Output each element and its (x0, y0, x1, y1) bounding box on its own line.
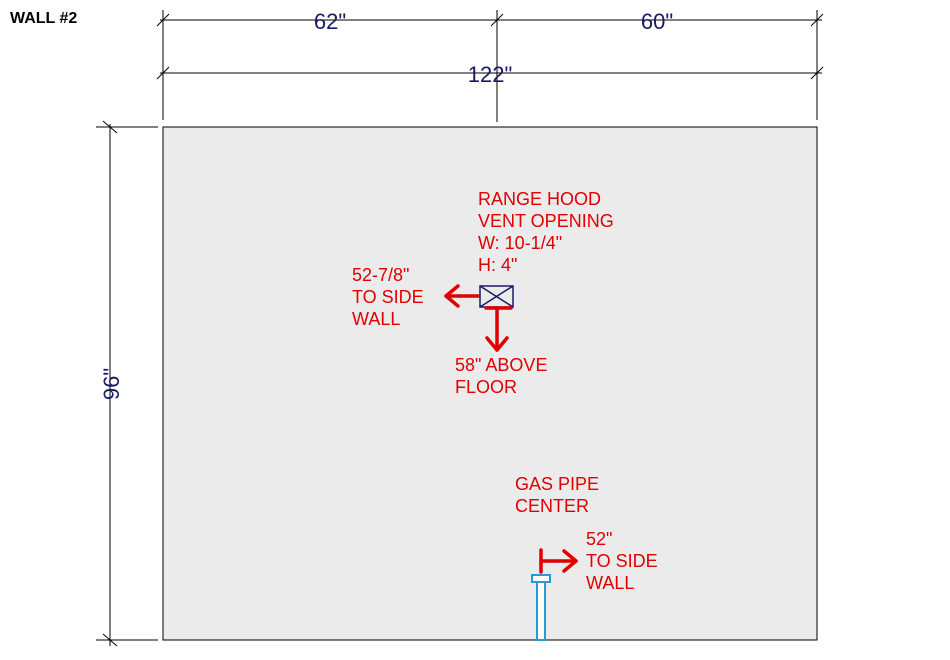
hood-label: RANGE HOOD VENT OPENING W: 10-1/4" H: 4" (478, 189, 619, 275)
top-dimensions (156, 10, 824, 122)
dimension-right-60: 60" (641, 9, 673, 34)
dimension-left-62: 62" (314, 9, 346, 34)
hood-side-distance-label: 52-7/8" TO SIDE WALL (352, 265, 429, 329)
dimension-height-96: 96" (99, 368, 124, 400)
gas-side-distance-label: 52" TO SIDE WALL (586, 529, 663, 593)
vent-arrows (444, 284, 513, 352)
gas-pipe-symbol (531, 574, 551, 641)
hood-floor-height-label: 58" ABOVE FLOOR (455, 355, 552, 397)
vent-opening-symbol (479, 285, 514, 308)
wall-panel (162, 126, 818, 641)
left-dimension (96, 120, 158, 647)
wall-title: WALL #2 (10, 10, 78, 27)
dimension-total-122: 122" (468, 62, 513, 87)
gas-pipe-arrow (539, 548, 578, 574)
gas-pipe-label: GAS PIPE CENTER (515, 474, 604, 516)
